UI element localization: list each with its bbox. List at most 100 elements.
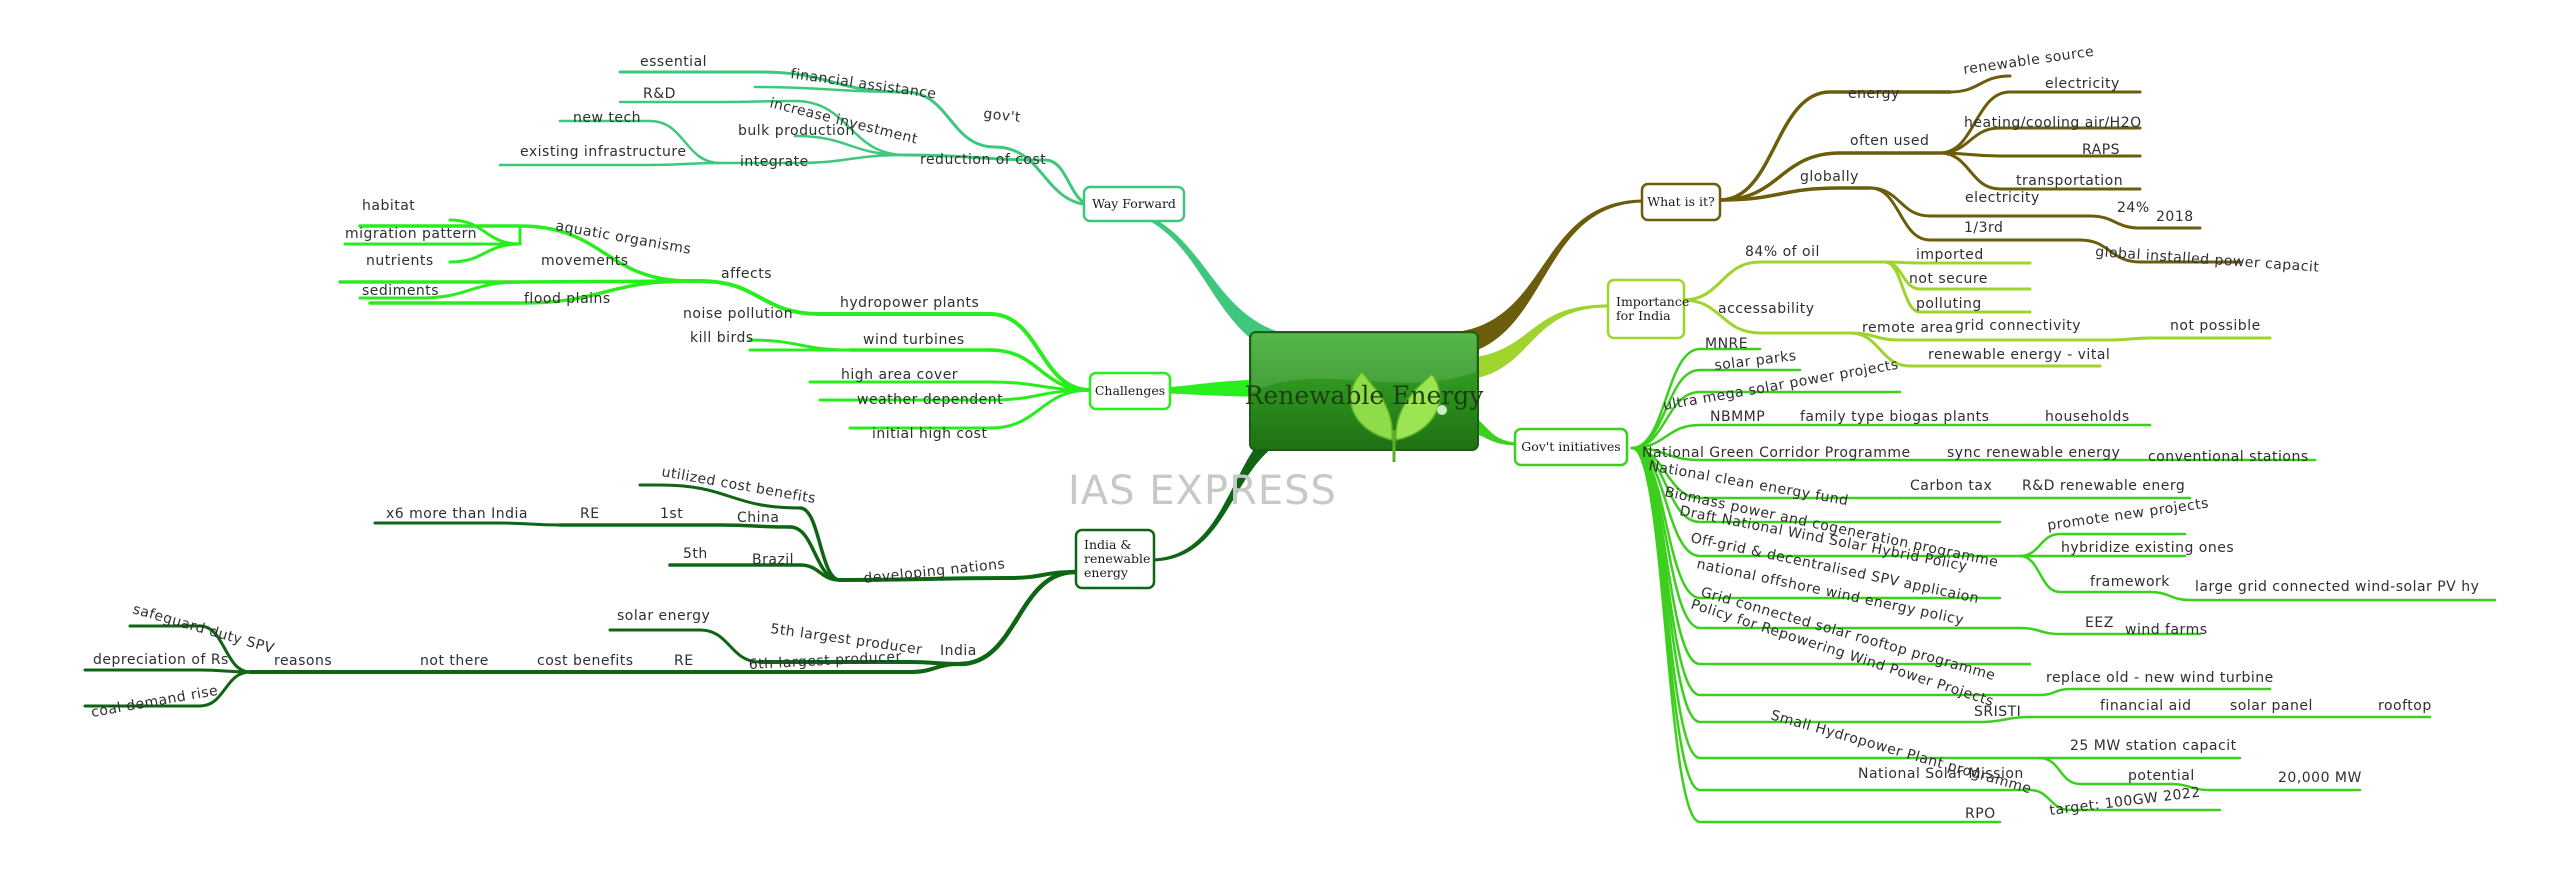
- topic-box: [1088, 371, 1172, 411]
- branch-label: target: 100GW 2022: [2049, 785, 2202, 819]
- topic-label: Importance: [1616, 294, 1689, 309]
- branch-line: [248, 662, 962, 674]
- branch-line: [358, 280, 522, 300]
- branch-label: RE: [674, 653, 694, 669]
- branch-label: 2018: [2156, 209, 2194, 225]
- branch-line: [2148, 590, 2497, 602]
- topic-challenges[interactable]: Challenges: [1088, 371, 1172, 411]
- branch-label: globally: [1800, 169, 1859, 185]
- branch-label: EEZ: [2085, 615, 2114, 631]
- branch-label: RE: [580, 506, 600, 522]
- topic-way-forward[interactable]: Way Forward: [1082, 185, 1186, 223]
- branch-label: safeguard duty SPV: [131, 601, 276, 657]
- branch-label: initial high cost: [872, 426, 987, 442]
- branch-label: large grid connected wind-solar PV hy: [2195, 579, 2479, 595]
- branch-label: renewable energy - vital: [1928, 347, 2110, 363]
- branch-line: [2108, 336, 2272, 342]
- branch-line: [2018, 626, 2082, 636]
- branch-label: polluting: [1916, 296, 1982, 312]
- branch-label: Carbon tax: [1910, 478, 1992, 494]
- branch-label: electricity: [1965, 190, 2040, 206]
- branch-line: [1938, 151, 2142, 191]
- topic-box: [1640, 182, 1722, 222]
- branch-label: R&D renewable energ: [2022, 478, 2185, 494]
- branch-label: imported: [1916, 247, 1984, 263]
- branch-line: [793, 99, 907, 157]
- branch-line: [1718, 90, 1952, 202]
- branch-line: [1868, 186, 2082, 242]
- branch-line: [788, 525, 842, 582]
- branch-line: [1681, 298, 1852, 335]
- branch-label: sync renewable energy: [1947, 445, 2120, 461]
- branch-label: not secure: [1909, 271, 1988, 287]
- branch-line: [688, 279, 822, 316]
- branch-line: [1948, 74, 2012, 94]
- branch-label: hybridize existing ones: [2061, 540, 2234, 556]
- branch-line: [1978, 715, 2132, 724]
- branch-label: NBMMP: [1710, 409, 1765, 425]
- branch-label: x6 more than India: [386, 506, 528, 522]
- branch-label: bulk production: [738, 123, 855, 139]
- branch-label: depreciation of Rs: [93, 652, 229, 668]
- topic-label: Gov't initiatives: [1521, 439, 1620, 454]
- branch-label: rooftop: [2378, 698, 2432, 714]
- branch-label: sediments: [362, 283, 439, 299]
- branch-label: reasons: [274, 653, 332, 669]
- branch-label: MNRE: [1705, 336, 1748, 352]
- branch-line: [558, 523, 792, 529]
- topic-what-is-it[interactable]: What is it?: [1640, 182, 1722, 222]
- branch-label: 1/3rd: [1964, 220, 2003, 236]
- branch-label: SRISTI: [1974, 704, 2021, 720]
- branch-label: solar energy: [617, 608, 710, 624]
- branch-label: National Green Corridor Programme: [1642, 445, 1911, 461]
- branch-line: [1630, 446, 1902, 462]
- topic-label: energy: [1084, 565, 1129, 580]
- branch-label: Brazil: [752, 552, 794, 568]
- branch-label: grid connectivity: [1955, 318, 2081, 334]
- branch-line: [2038, 756, 2172, 786]
- branch-label: often used: [1850, 133, 1929, 149]
- branch-label: noise pollution: [683, 306, 793, 322]
- branch-label: family type biogas plants: [1800, 409, 1989, 425]
- branch-label: 25 MW station capacit: [2070, 738, 2237, 754]
- branch-line: [2168, 782, 2362, 792]
- branch-label: accessability: [1718, 301, 1815, 317]
- branch-label: conventional stations: [2148, 449, 2309, 465]
- branch-line: [2028, 788, 2222, 812]
- branch-label: migration pattern: [345, 226, 477, 242]
- branch-line: [558, 119, 722, 165]
- branch-label: National Solar Mission: [1858, 766, 2024, 782]
- branch-line: [1630, 423, 1802, 450]
- branch-line: [83, 670, 252, 708]
- branch-label: 5th: [683, 546, 708, 562]
- topic-label: India &: [1084, 537, 1132, 552]
- branch-line: [993, 145, 1095, 207]
- branch-label: global installed power capacit: [2095, 244, 2320, 276]
- branch-line: [1718, 186, 1872, 202]
- branch-label: habitat: [362, 198, 415, 214]
- topic-govt-initiatives[interactable]: Gov't initiatives: [1513, 427, 1629, 467]
- branch-label: 84% of oil: [1745, 244, 1820, 260]
- branch-label: R&D: [643, 86, 676, 102]
- branch-label: heating/cooling air/H2O: [1964, 115, 2142, 131]
- topic-box: [1513, 427, 1629, 467]
- branch-line: [373, 521, 562, 527]
- branch-label: electricity: [2045, 76, 2120, 92]
- main-branch: [1150, 408, 1320, 562]
- branch-label: wind turbines: [863, 332, 965, 348]
- branch-line: [1848, 331, 2102, 368]
- branch-label: developing nations: [863, 556, 1006, 587]
- branch-line: [957, 569, 1078, 667]
- branch-label: new tech: [573, 110, 641, 126]
- central-topic[interactable]: Renewable Energy: [1245, 331, 1485, 462]
- main-branch: [1095, 204, 1320, 362]
- branch-label: 24%: [2117, 200, 2150, 216]
- branch-label: not possible: [2170, 318, 2261, 334]
- branch-line: [618, 99, 797, 104]
- branch-label: flood plains: [524, 291, 611, 307]
- branch-label: transportation: [2016, 173, 2123, 189]
- branch-label: financial assistance: [789, 66, 937, 102]
